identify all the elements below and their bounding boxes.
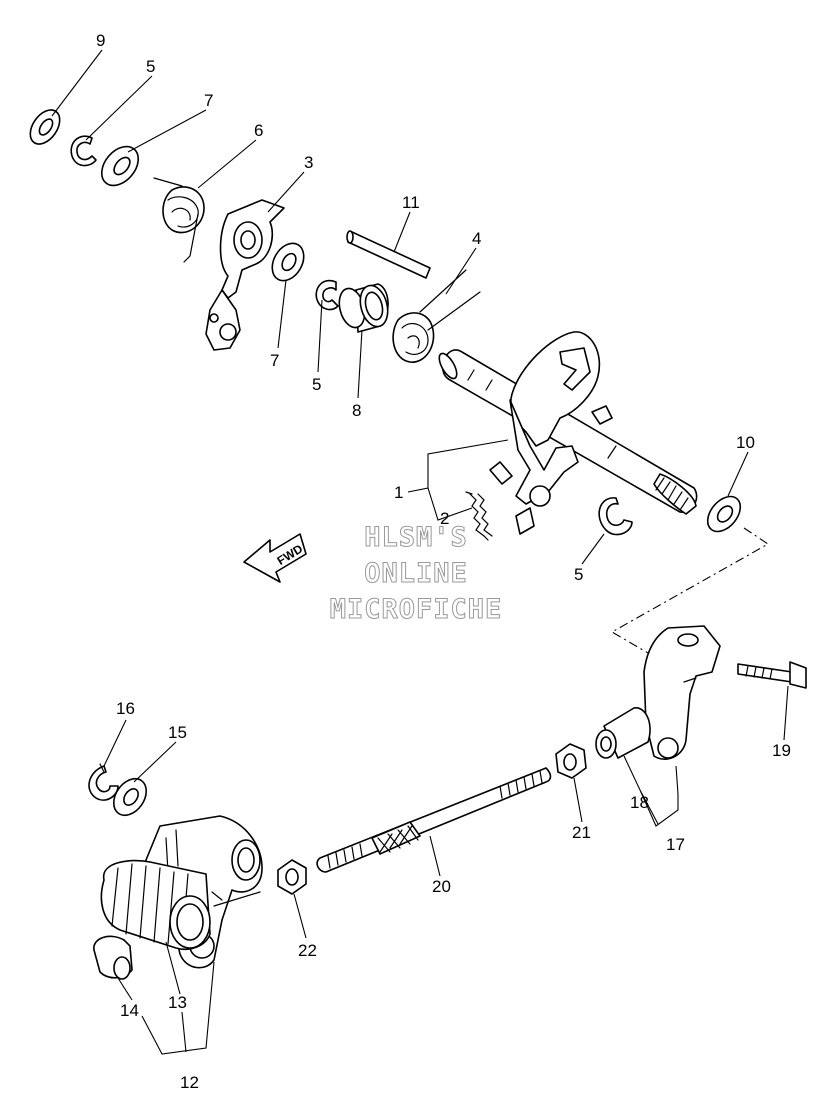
- part-20-tie-rod: [316, 767, 552, 873]
- callout-7-top: 7: [204, 91, 213, 110]
- part-11-pin: [346, 230, 431, 279]
- callout-16: 16: [116, 699, 135, 718]
- callout-17: 17: [666, 835, 685, 854]
- part-5-circlip-right: [598, 497, 633, 536]
- part-7-washer-middle: [271, 242, 305, 282]
- watermark: HLSM'S ONLINE MICROFICHE: [329, 522, 503, 626]
- callout-19: 19: [772, 741, 791, 760]
- callout-1: 1: [394, 483, 403, 502]
- watermark-line-1: HLSM'S: [364, 522, 468, 553]
- part-19-bolt: [737, 661, 807, 689]
- part-14-pedal-tip: [93, 935, 133, 980]
- watermark-line-3: MICROFICHE: [330, 594, 503, 625]
- callout-11: 11: [402, 193, 420, 212]
- callout-7-middle: 7: [270, 351, 279, 370]
- part-10-washer: [706, 495, 742, 533]
- callout-9: 9: [96, 31, 105, 50]
- callout-2: 2: [440, 509, 449, 528]
- part-8-collar: [338, 283, 389, 333]
- callout-15: 15: [168, 723, 187, 742]
- part-16-circlip: [88, 763, 119, 801]
- callout-8: 8: [352, 401, 361, 420]
- part-9-washer: [29, 109, 61, 145]
- assembly-link-line: [610, 527, 770, 661]
- part-1-shift-shaft: [438, 331, 698, 535]
- callout-5-top: 5: [146, 57, 155, 76]
- part-3-shift-arm: [205, 199, 285, 351]
- part-7-washer-top: [100, 145, 140, 187]
- part-15-washer: [112, 777, 148, 817]
- part-21-nut: [555, 743, 587, 779]
- callout-12: 12: [180, 1073, 199, 1092]
- leader-lines: [51, 49, 789, 1055]
- callout-21: 21: [572, 823, 591, 842]
- part-17-shift-lever-arm: [643, 625, 721, 760]
- part-5-circlip-top: [70, 135, 97, 167]
- callout-6: 6: [254, 121, 263, 140]
- callout-4: 4: [472, 229, 481, 248]
- callout-10: 10: [736, 433, 755, 452]
- forward-direction-arrow: FWD: [243, 533, 307, 583]
- callout-14: 14: [120, 1001, 139, 1020]
- callout-5-middle: 5: [312, 375, 321, 394]
- part-4-spring: [392, 269, 481, 363]
- watermark-line-2: ONLINE: [364, 558, 468, 589]
- part-5-circlip-middle: [315, 279, 339, 311]
- callout-numbers: 9 5 7 6 3 11 4 7 5 8 10 1 2 5 16 15 19 1…: [96, 31, 791, 1092]
- callout-22: 22: [298, 941, 317, 960]
- callout-20: 20: [432, 877, 451, 896]
- part-13-pedal-rubber: [100, 859, 211, 950]
- part-18-joint: [595, 707, 651, 759]
- callout-5-right: 5: [574, 565, 583, 584]
- callout-13: 13: [168, 993, 187, 1012]
- part-2-small-spring: [465, 491, 493, 541]
- part-22-nut: [277, 859, 307, 895]
- callout-18: 18: [630, 793, 649, 812]
- part-6-torsion-spring: [153, 177, 205, 263]
- callout-3: 3: [304, 153, 313, 172]
